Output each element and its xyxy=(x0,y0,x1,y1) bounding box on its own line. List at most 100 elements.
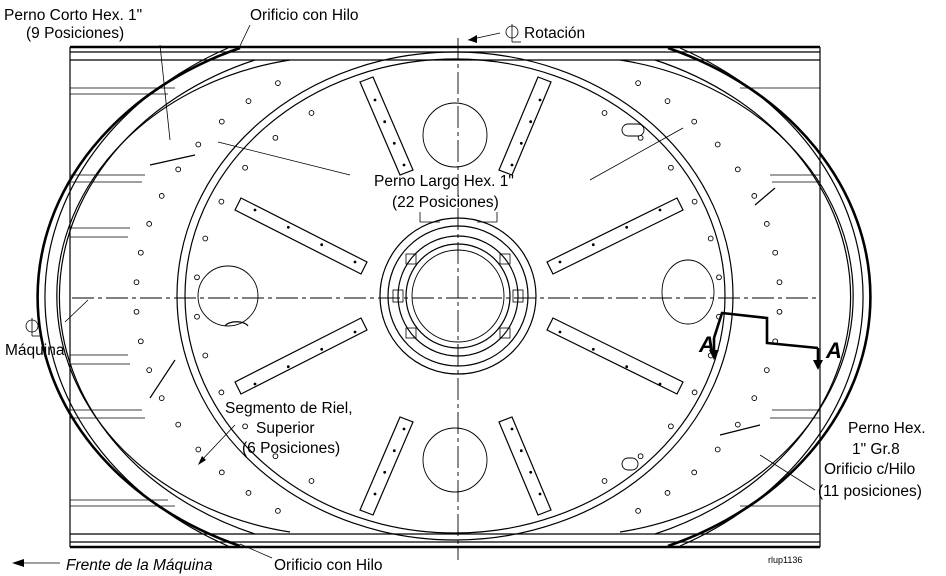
spoke-bolt xyxy=(353,330,357,334)
bolt-hole xyxy=(137,249,144,256)
spoke-bolt xyxy=(392,449,396,453)
spoke-bolt xyxy=(253,208,257,212)
bolt-hole xyxy=(776,308,783,315)
rotation-centerline-label: Rotación xyxy=(524,25,585,42)
bolt-hole xyxy=(242,423,248,430)
bolt-hole xyxy=(175,421,182,428)
machine-front-label: Frente de la Máquina xyxy=(66,557,213,574)
spoke-bolt xyxy=(353,260,357,264)
bolt-hole xyxy=(637,453,644,460)
section-label-left: A xyxy=(698,332,715,357)
bolt-hole xyxy=(275,80,281,86)
bolt-hole xyxy=(635,508,641,514)
spoke-bolt xyxy=(510,163,514,167)
centerline-symbol-left xyxy=(25,318,41,337)
radial-spokes xyxy=(234,76,684,516)
spoke-bolt xyxy=(383,470,387,474)
bolt-hole xyxy=(601,478,608,484)
spoke-bolt xyxy=(373,492,377,496)
threaded-hole-bottom-label: Orificio con Hilo xyxy=(274,557,383,574)
spoke-bolt xyxy=(529,470,533,474)
bolt-hole xyxy=(751,193,758,199)
bolt-hole xyxy=(272,453,279,460)
spoke-bolt xyxy=(658,208,662,212)
short-bolt-qty: (9 Posiciones) xyxy=(26,25,124,42)
spoke-bolt xyxy=(538,98,542,102)
centerline-symbol-top xyxy=(505,24,521,43)
short-bolt-label: Perno Corto Hex. 1" xyxy=(4,7,142,24)
hex-bolt-qty: (11 posiciones) xyxy=(818,483,922,500)
bolt-hole xyxy=(245,98,252,104)
bolt-hole xyxy=(218,198,225,205)
bolt-hole xyxy=(175,166,182,173)
spoke-bolt xyxy=(558,330,562,334)
machine-centerline-label: Máquina xyxy=(5,342,65,359)
spoke-bolt xyxy=(625,365,629,369)
figure-id: rlup1136 xyxy=(768,555,802,565)
bolt-hole xyxy=(202,235,209,242)
bolt-hole xyxy=(272,134,279,141)
centerlines xyxy=(72,38,820,560)
spoke-bolt xyxy=(286,225,290,229)
spoke-bolt xyxy=(373,98,377,102)
bolt-hole xyxy=(691,198,698,205)
bolt-hole xyxy=(664,98,671,104)
threaded-hole-top-label: Orificio con Hilo xyxy=(250,7,359,24)
spoke-bolt xyxy=(383,120,387,124)
bolt-hole xyxy=(668,164,674,171)
spoke-bolt xyxy=(591,243,595,247)
bolt-hole xyxy=(245,490,252,496)
spoke-bolt xyxy=(591,347,595,351)
bolt-hole xyxy=(195,141,202,148)
rail-segment-label: Segmento de Riel, xyxy=(225,400,353,417)
bolt-hole xyxy=(751,395,758,401)
rail-segment-label-2: Superior xyxy=(256,420,315,437)
bolt-hole xyxy=(275,508,281,514)
spoke-bolt xyxy=(558,260,562,264)
spoke-bolt xyxy=(625,225,629,229)
bolt-hole xyxy=(194,274,200,281)
bolt-hole xyxy=(635,80,641,86)
bolt-hole xyxy=(202,352,209,359)
labels: Perno Corto Hex. 1" (9 Posiciones) Orifi… xyxy=(4,7,926,574)
spoke-bolt xyxy=(402,427,406,431)
spoke-bolt xyxy=(253,382,257,386)
leader-lines xyxy=(12,24,816,567)
bolt-hole xyxy=(158,395,165,401)
section-cut-line: A A xyxy=(698,311,842,370)
hex-bolt-hole: Orificio c/Hilo xyxy=(824,461,915,478)
bolt-hole xyxy=(772,249,779,256)
spoke-bolt xyxy=(392,141,396,145)
section-label-right: A xyxy=(825,338,842,363)
spoke-bolt xyxy=(402,163,406,167)
bolt-hole xyxy=(714,446,721,453)
bolt-hole xyxy=(218,118,225,125)
bolt-hole xyxy=(133,308,140,315)
bolt-hole xyxy=(707,235,714,242)
rail-segment-qty: (6 Posiciones) xyxy=(242,440,340,457)
bolt-hole xyxy=(734,166,741,173)
bolt-hole xyxy=(691,118,698,125)
spoke-bolt xyxy=(320,243,324,247)
bolt-hole xyxy=(714,141,721,148)
bolt-hole xyxy=(195,446,202,453)
spoke-bolt xyxy=(538,492,542,496)
rail-bolt-holes xyxy=(133,80,783,514)
bolt-hole xyxy=(158,193,165,199)
long-bolt-label: Perno Largo Hex. 1" xyxy=(374,173,514,190)
hex-bolt-label: Perno Hex. xyxy=(848,420,926,437)
bolt-hole xyxy=(133,279,140,286)
bolt-hole xyxy=(194,313,200,320)
bolt-hole xyxy=(242,164,248,171)
bolt-hole xyxy=(218,389,225,396)
end-plate xyxy=(36,46,872,548)
bolt-hole xyxy=(763,221,770,227)
access-holes xyxy=(197,102,715,493)
bolt-hole xyxy=(776,279,783,286)
bolt-hole xyxy=(146,221,153,227)
spoke-bolt xyxy=(519,449,523,453)
bolt-hole xyxy=(146,367,153,373)
bolt-hole xyxy=(691,389,698,396)
bolt-hole xyxy=(763,367,770,373)
long-bolt-qty: (22 Posiciones) xyxy=(392,194,499,211)
